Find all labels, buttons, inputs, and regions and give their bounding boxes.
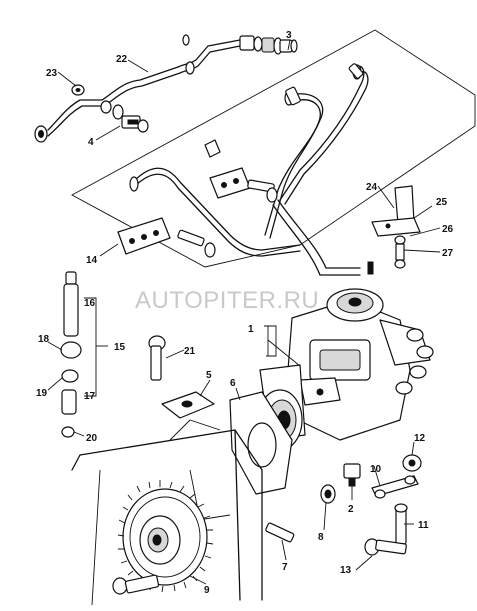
leader-lines: [47, 39, 441, 585]
callout-6: 6: [230, 378, 236, 389]
callout-26: 26: [442, 224, 454, 235]
banjo-bolt-4: [100, 100, 149, 133]
bolt-13: [364, 538, 407, 556]
bolt-21: [148, 335, 166, 381]
return-pipe-22: [34, 34, 298, 143]
nut-8: [320, 484, 336, 504]
callout-27: 27: [442, 248, 454, 259]
pin-assembly-15: [60, 271, 82, 438]
callout-12: 12: [414, 433, 426, 444]
callout-10: 10: [370, 464, 382, 475]
bolt-11: [394, 503, 408, 545]
callout-5: 5: [206, 370, 212, 381]
gear-bolt-9: [112, 574, 160, 595]
stud-7: [265, 522, 295, 543]
callout-11: 11: [418, 520, 429, 531]
clamp-bolts: [177, 179, 278, 258]
callout-13: 13: [340, 565, 352, 576]
callout-1: 1: [248, 324, 254, 335]
callout-23: 23: [46, 68, 58, 79]
callout-9: 9: [204, 585, 210, 596]
callout-18: 18: [38, 334, 50, 345]
bracket-assembly-24: [371, 185, 421, 269]
callout-16: 16: [84, 298, 96, 309]
gear-9: [117, 480, 214, 593]
watermark-text: AUTOPITER.RU: [135, 287, 319, 314]
callout-25: 25: [436, 197, 448, 208]
callout-15: 15: [114, 342, 126, 353]
callout-21: 21: [184, 346, 196, 357]
callout-3: 3: [286, 30, 292, 41]
callout-24: 24: [366, 182, 378, 193]
callout-17: 17: [84, 391, 96, 402]
callout-labels: 1 2 3 4 5 6 7 8 9 10 11 12 13 14 15 16 1…: [36, 30, 454, 596]
sensor-2: [343, 463, 361, 487]
lever-10: [371, 475, 419, 499]
callout-14: 14: [86, 255, 98, 266]
clamp-lower: [117, 217, 171, 255]
callout-7: 7: [282, 562, 288, 573]
fuel-lines-frame: [71, 29, 476, 268]
callout-4: 4: [88, 137, 94, 148]
clamp-upper: [204, 139, 251, 199]
callout-8: 8: [318, 532, 324, 543]
nut-12: [402, 454, 422, 472]
injection-pump-1: [257, 261, 434, 451]
engine-housing: [71, 419, 263, 606]
gasket-6: [229, 391, 293, 495]
callout-22: 22: [116, 54, 128, 65]
callout-19: 19: [36, 388, 48, 399]
callout-20: 20: [86, 433, 98, 444]
injector-lines: [129, 63, 369, 276]
plate-5: [161, 391, 215, 419]
washer-23: [71, 84, 85, 96]
callout-2: 2: [348, 504, 354, 515]
